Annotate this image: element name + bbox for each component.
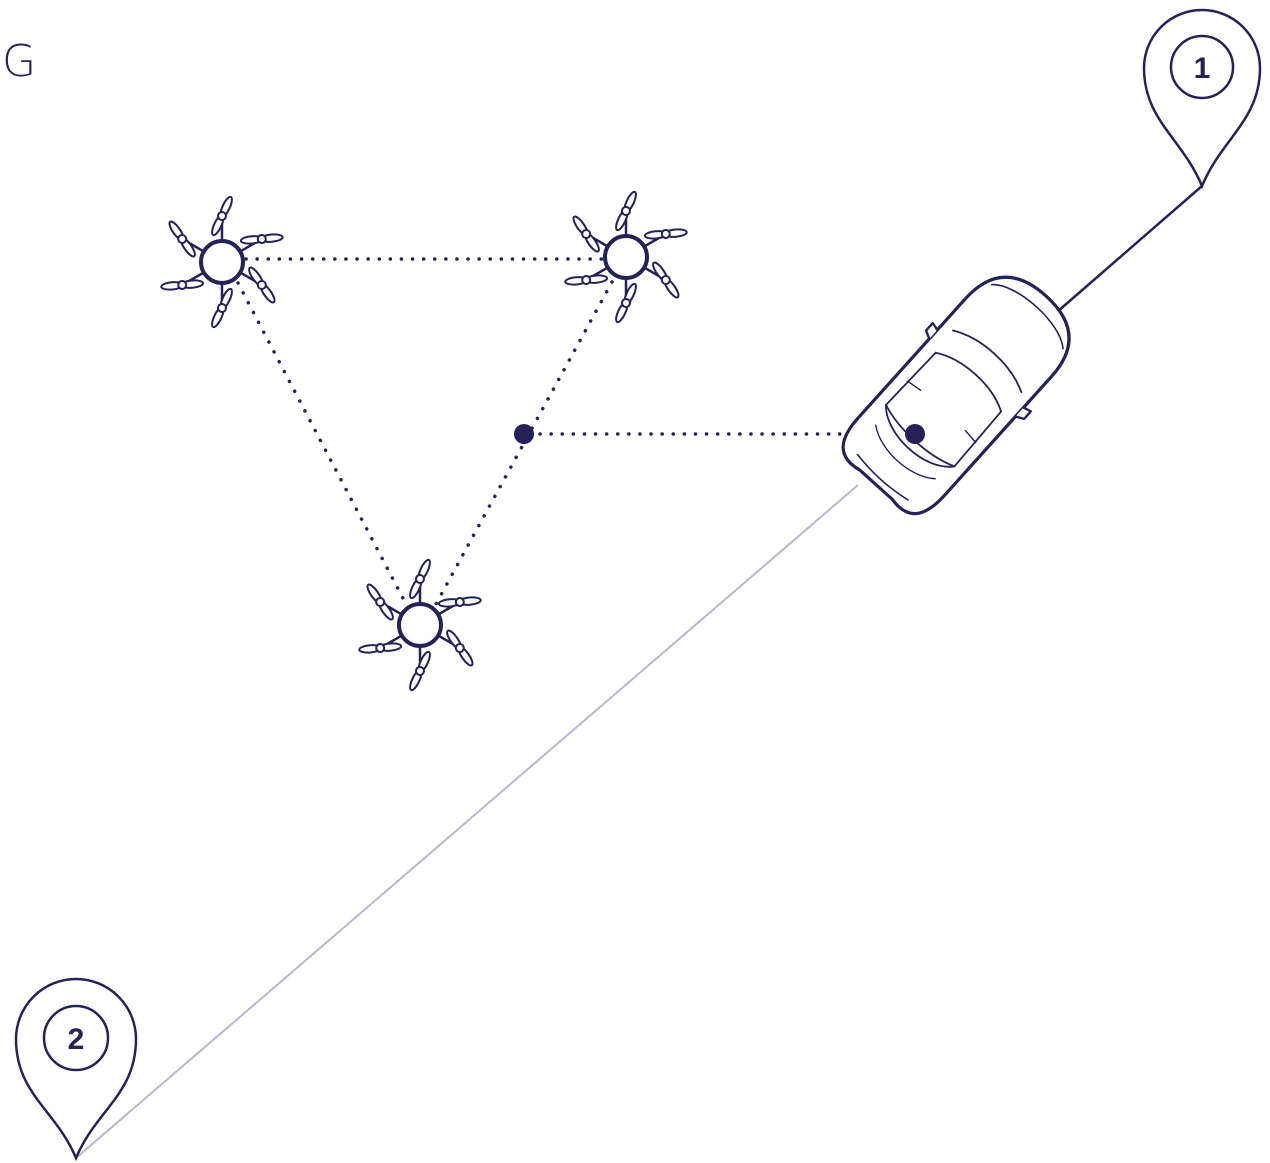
propeller-icon <box>161 279 204 291</box>
figure-label: G <box>2 36 36 87</box>
drone-bottom <box>359 558 481 691</box>
marker-2-label: 2 <box>68 1023 85 1056</box>
vehicle-target-dot <box>905 424 925 444</box>
marker-1: 1 <box>1144 10 1260 186</box>
propeller-icon <box>565 274 608 286</box>
propeller-icon <box>645 228 688 240</box>
marker-2: 2 <box>16 979 136 1158</box>
propeller-hub <box>376 644 385 653</box>
marker-1-label: 1 <box>1194 52 1211 85</box>
propeller-hub <box>582 276 591 285</box>
route-line-to-marker-2 <box>76 485 858 1158</box>
propeller-icon <box>650 261 681 300</box>
propeller-icon <box>359 642 402 654</box>
propeller-icon <box>167 220 198 259</box>
car-body <box>832 257 1089 524</box>
formation-edge-left <box>238 283 406 604</box>
propeller-icon <box>439 596 482 608</box>
car-icon <box>826 252 1095 530</box>
drone-body <box>201 241 243 283</box>
formation-triangle <box>238 259 612 604</box>
propeller-icon <box>246 266 277 305</box>
drone-body <box>605 236 647 278</box>
propeller-icon <box>241 233 284 245</box>
propeller-hub <box>178 281 187 290</box>
drone-top-left <box>161 195 283 328</box>
propeller-icon <box>571 215 602 254</box>
drone-body <box>399 604 441 646</box>
propeller-hub <box>455 598 464 607</box>
centroid-dot-icon <box>514 424 534 444</box>
propeller-icon <box>444 629 475 668</box>
drone-top-right <box>565 190 687 323</box>
propeller-hub <box>661 230 670 239</box>
route-line-to-marker-1 <box>1057 186 1202 312</box>
propeller-hub <box>257 235 266 244</box>
propeller-icon <box>365 583 396 622</box>
